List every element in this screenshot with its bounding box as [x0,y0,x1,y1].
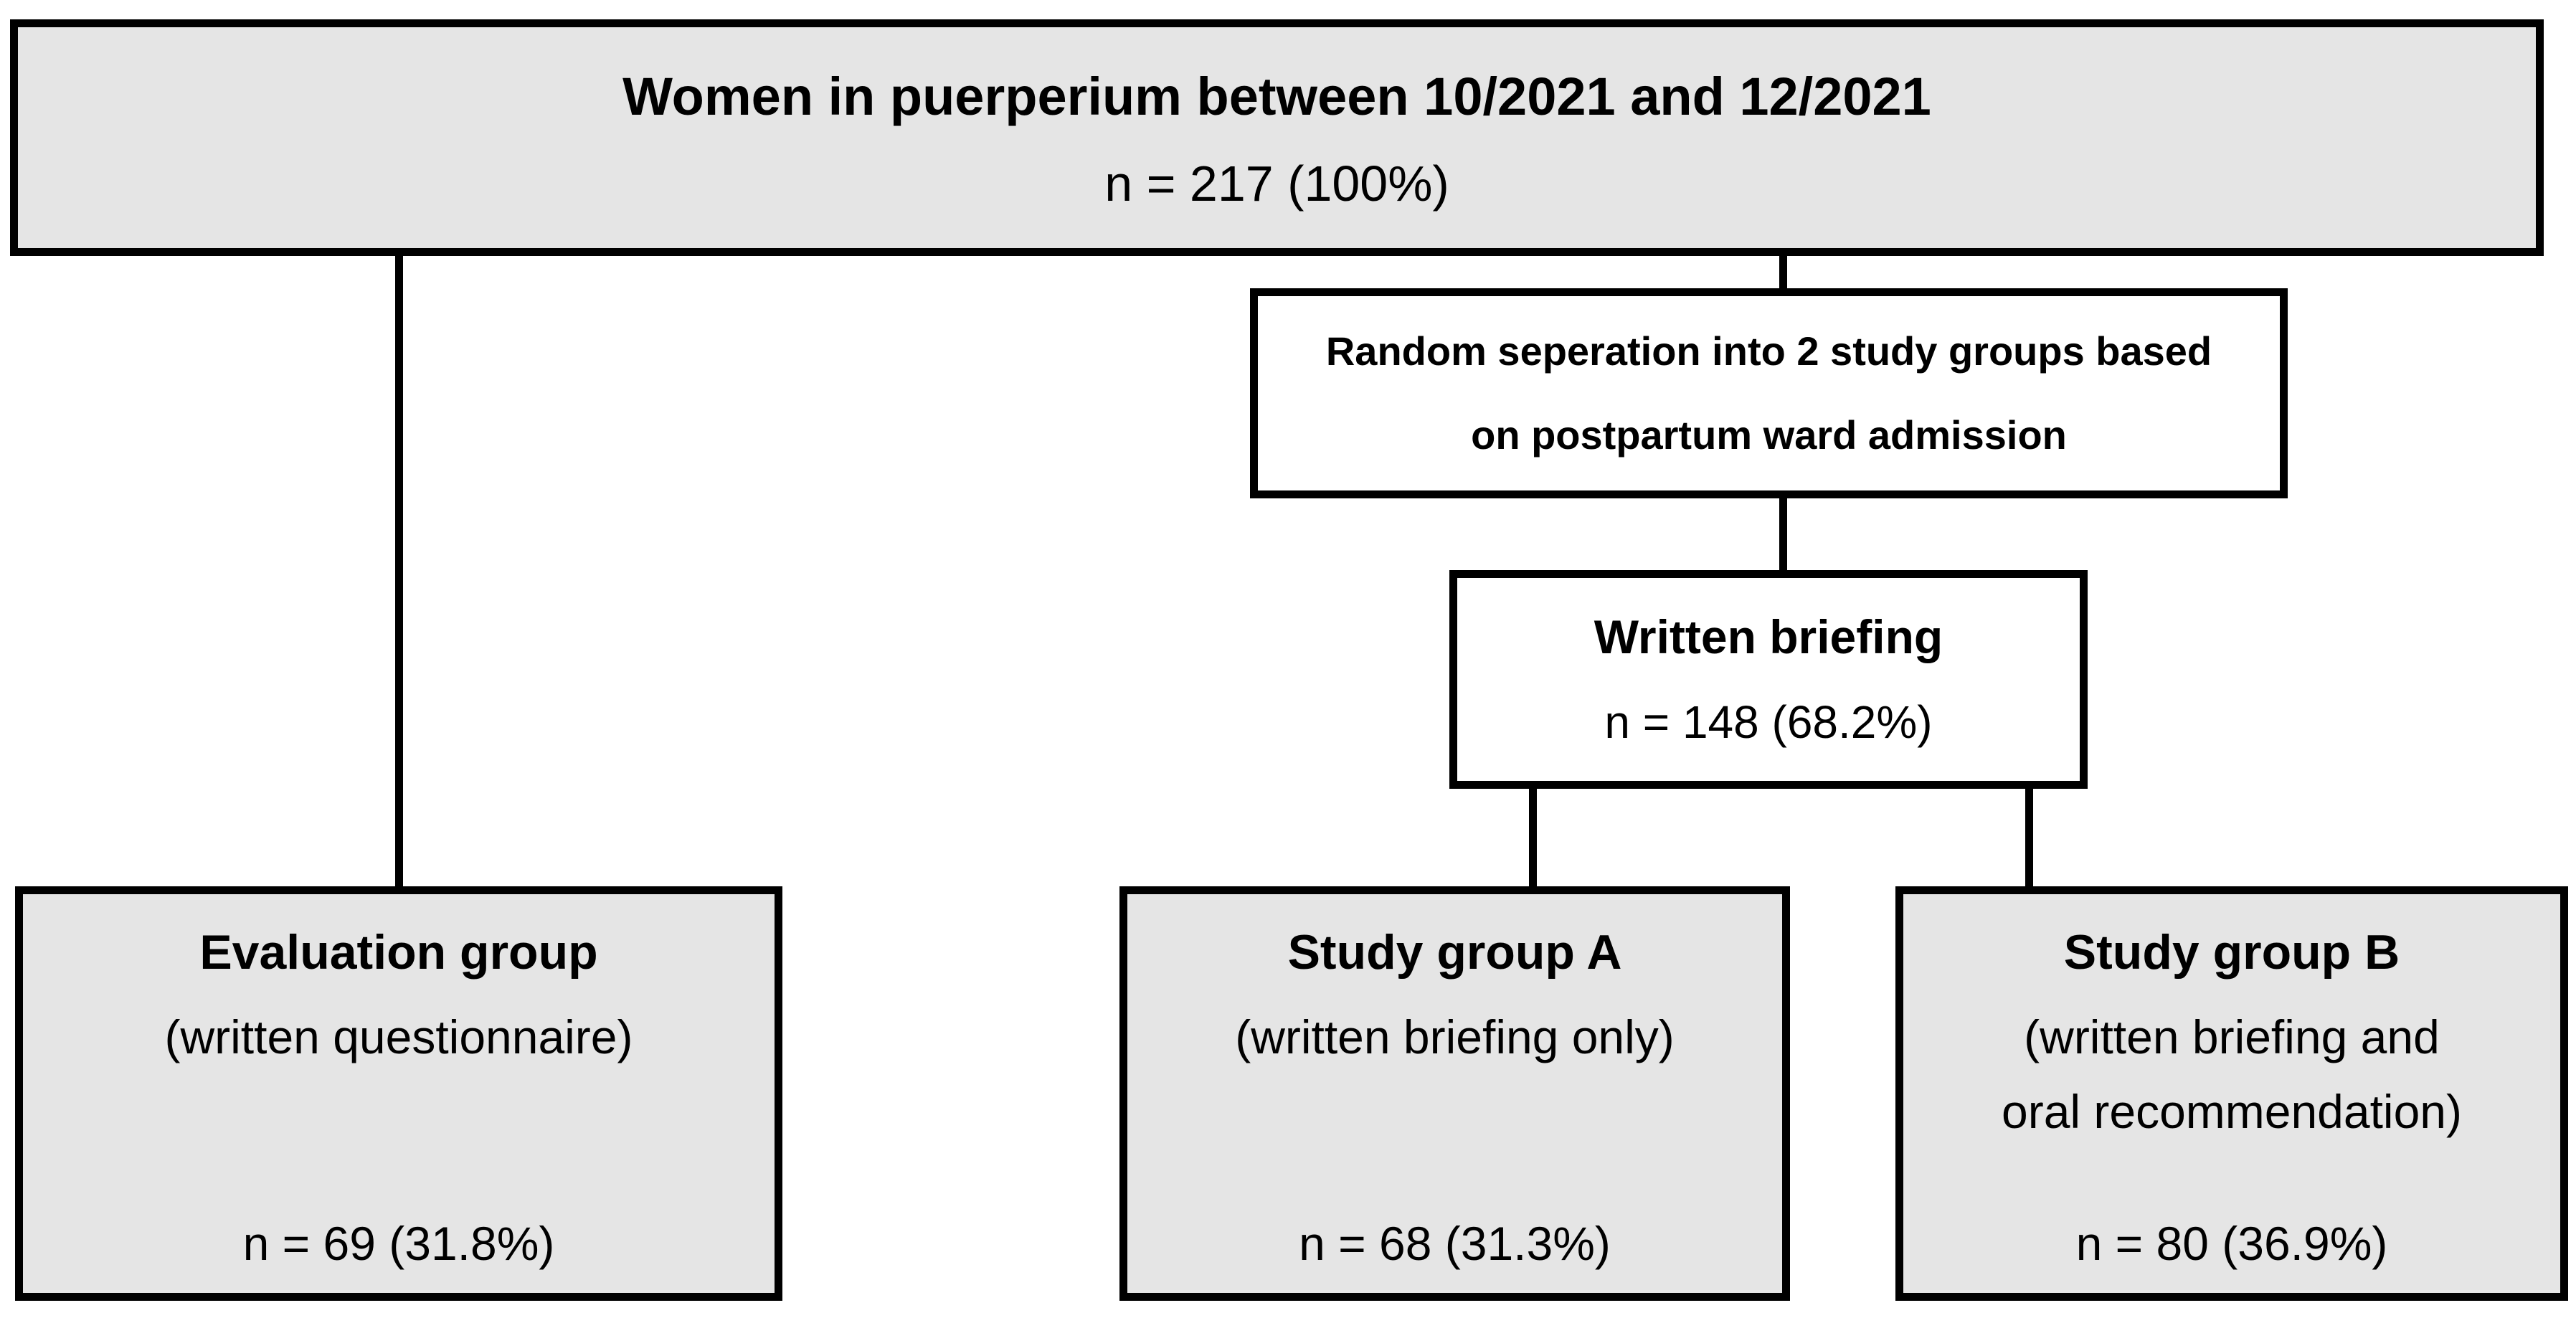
evaluation-group-subtitle-1: (written questionnaire) [164,1010,633,1064]
study-group-a-title: Study group A [1287,925,1622,980]
connector-written-briefing-to-study-group-b [2025,784,2033,890]
evaluation-group-title: Evaluation group [199,925,598,980]
study-group-b-subtitle-2: oral recommendation) [2002,1084,2462,1138]
randomization-line-2: on postpartum ward admission [1471,412,2067,457]
node-randomization-box: Random seperation into 2 study groups ba… [1250,288,2288,498]
cohort-title: Women in puerperium between 10/2021 and … [622,67,1931,127]
connector-cohort-to-evaluation-group [395,250,403,890]
study-group-b-subtitle-1: (written briefing and [2024,1010,2440,1064]
study-group-a-count: n = 68 (31.3%) [1299,1216,1611,1270]
node-written-briefing-box: Written briefing n = 148 (68.2%) [1449,570,2088,789]
evaluation-group-count: n = 69 (31.8%) [242,1216,555,1270]
written-briefing-count: n = 148 (68.2%) [1604,696,1933,748]
node-evaluation-group-box: Evaluation group (written questionnaire)… [15,886,782,1301]
node-study-group-b-box: Study group B (written briefing and oral… [1895,886,2568,1301]
study-group-b-title: Study group B [2063,925,2400,980]
node-cohort-box: Women in puerperium between 10/2021 and … [10,19,2544,256]
cohort-count: n = 217 (100%) [1104,156,1449,212]
study-group-b-count: n = 80 (36.9%) [2075,1216,2388,1270]
study-group-a-subtitle-1: (written briefing only) [1235,1010,1675,1064]
node-study-group-a-box: Study group A (written briefing only) n … [1119,886,1790,1301]
randomization-line-1: Random seperation into 2 study groups ba… [1325,328,2212,374]
connector-randomization-to-written-briefing [1779,494,1787,574]
connector-written-briefing-to-study-group-a [1529,784,1537,890]
connector-cohort-to-randomization [1779,250,1787,292]
written-briefing-title: Written briefing [1594,610,1943,664]
